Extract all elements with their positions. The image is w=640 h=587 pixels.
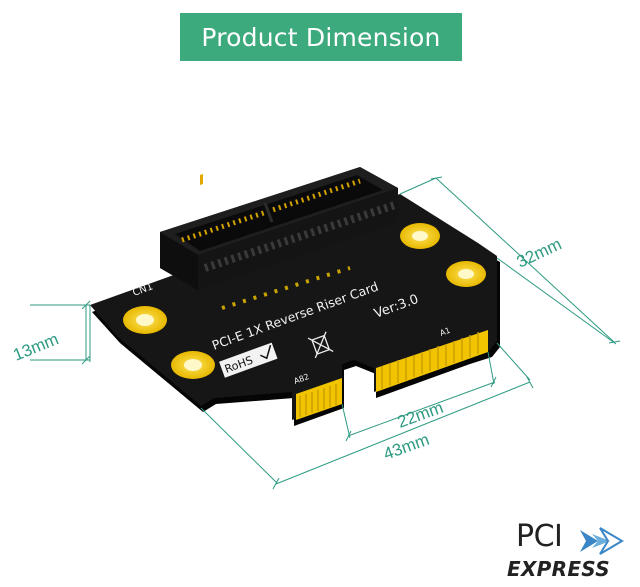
pci-express-chevron-icon xyxy=(580,527,624,555)
mounting-hole-bottom xyxy=(171,351,215,379)
gold-finger-short xyxy=(296,378,342,420)
banner-title: Product Dimension xyxy=(201,22,441,52)
slot-contacts xyxy=(200,174,203,186)
solder-pads xyxy=(221,266,351,310)
dimension-32mm: 32mm xyxy=(514,234,565,271)
mounting-hole-top-right xyxy=(400,223,440,249)
mounting-hole-left xyxy=(123,306,167,334)
pci-express-logo-top: PCI xyxy=(516,519,563,554)
dimension-lines xyxy=(30,176,621,490)
gold-finger-long xyxy=(376,330,488,392)
pci-express-logo-bottom: EXPRESS xyxy=(507,557,610,581)
pcie-x1-slot xyxy=(160,167,398,290)
product-dimension-banner: Product Dimension xyxy=(180,13,462,61)
dimension-43mm: 43mm xyxy=(381,430,432,464)
dimension-22mm: 22mm xyxy=(395,398,446,432)
pin-a1-label: A1 xyxy=(439,326,452,338)
mounting-hole-right xyxy=(446,261,486,287)
weee-bin-icon xyxy=(307,331,334,359)
dimension-13mm: 13mm xyxy=(10,329,61,364)
